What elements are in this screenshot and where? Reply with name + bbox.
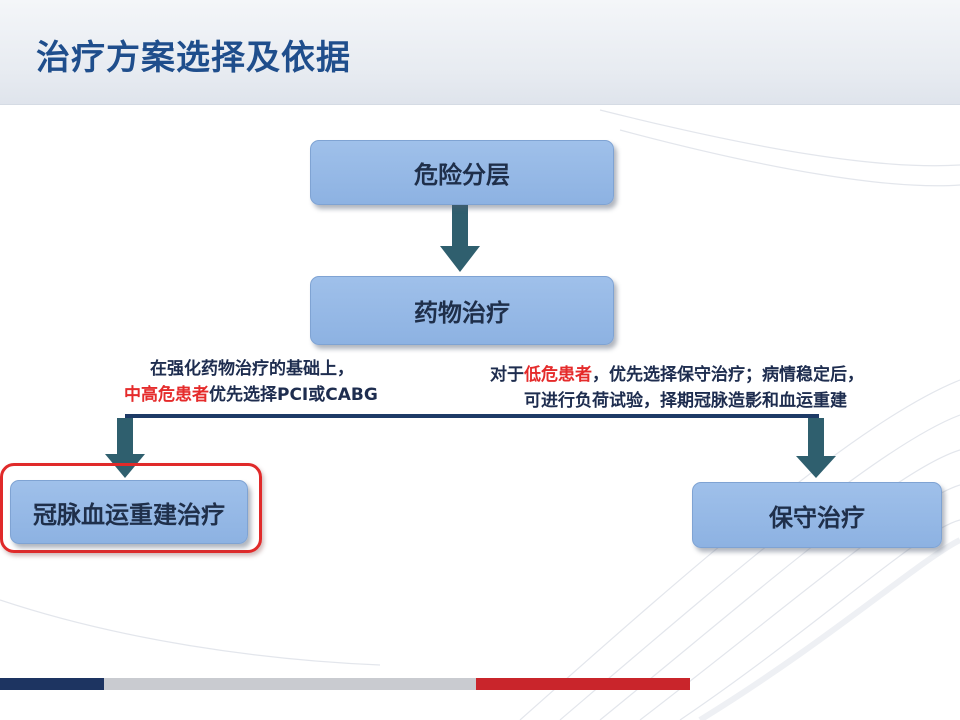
- left-annotation-line2: 中高危患者优先选择PCI或CABG: [124, 382, 378, 408]
- left-annotation-rest: 优先选择PCI或CABG: [209, 385, 378, 405]
- slide-title: 治疗方案选择及依据: [36, 38, 351, 78]
- arrow-shaft-1: [452, 204, 468, 248]
- right-annotation-line1: 对于低危患者，优先选择保守治疗；病情稳定后，: [490, 362, 864, 388]
- right-annotation-line2: 可进行负荷试验，择期冠脉造影和血运重建: [524, 391, 847, 411]
- node-revascularization: 冠脉血运重建治疗: [10, 480, 248, 544]
- footer-bar-navy: [0, 678, 104, 690]
- highlight-ring: [0, 463, 262, 553]
- arrow-head-right: [796, 456, 836, 478]
- footer-bar-red: [476, 678, 690, 690]
- right-annotation-highlight: 低危患者: [524, 365, 592, 385]
- right-annotation-rest: ，优先选择保守治疗；病情稳定后，: [592, 365, 864, 385]
- right-annotation-prefix: 对于: [490, 365, 524, 385]
- arrow-shaft-left: [117, 418, 133, 456]
- left-annotation-line1: 在强化药物治疗的基础上，: [150, 359, 354, 379]
- header-band: [0, 0, 960, 105]
- footer-bar-gray: [104, 678, 476, 690]
- node-conservative-therapy: 保守治疗: [692, 482, 942, 548]
- left-annotation-highlight: 中高危患者: [124, 385, 209, 405]
- node-risk-stratification: 危险分层: [310, 140, 614, 205]
- node-drug-therapy: 药物治疗: [310, 276, 614, 345]
- arrow-head-1: [440, 246, 480, 272]
- split-line: [125, 414, 819, 418]
- arrow-shaft-right: [808, 418, 824, 458]
- left-annotation: 在强化药物治疗的基础上，: [150, 356, 354, 382]
